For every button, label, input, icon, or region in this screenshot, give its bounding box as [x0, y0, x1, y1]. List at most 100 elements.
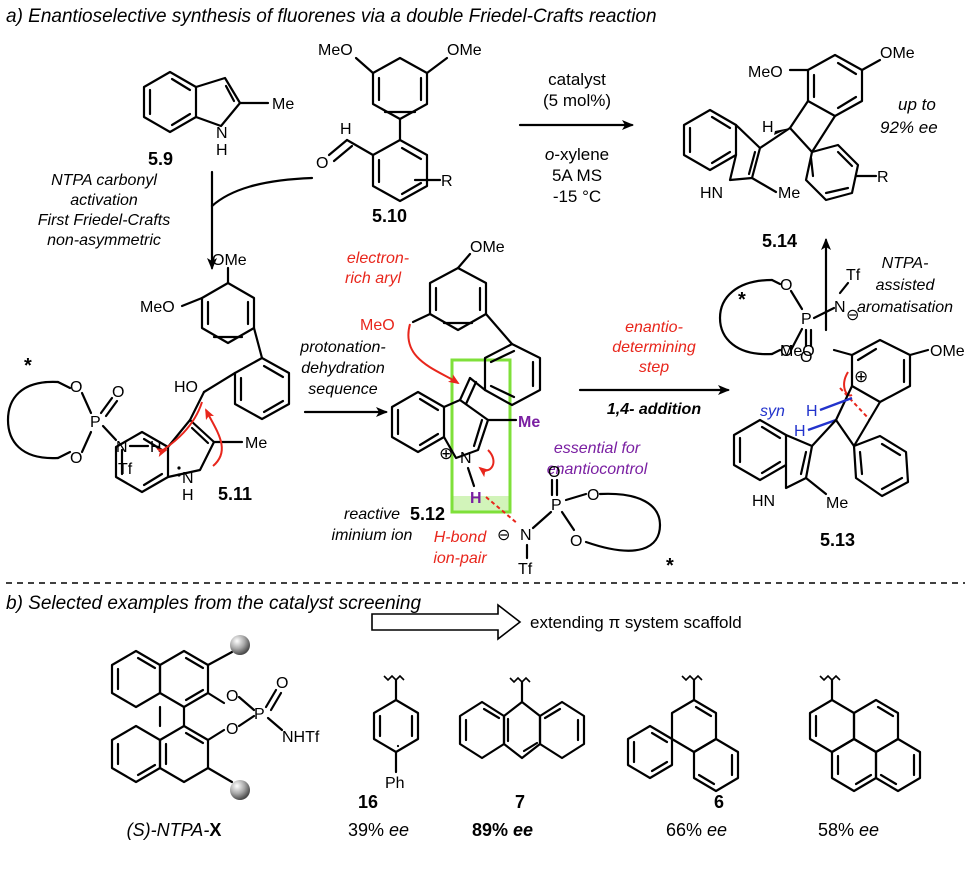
hydrogen-label: H [470, 490, 482, 507]
condition-temperature: -15 °C [553, 187, 601, 206]
oxygen-label: O [780, 277, 792, 294]
condition-solvent: o-xylene [545, 145, 609, 164]
note-reactive-1: reactive [344, 506, 400, 523]
chirality-star: * [738, 289, 746, 311]
compound-5-10-structure: MeO OMe H O R [316, 42, 482, 203]
compound-label-5-14: 5.14 [762, 231, 797, 251]
step3-line2: determining [612, 339, 696, 356]
nitrogen-label: N [834, 299, 846, 316]
compound-label-5-13: 5.13 [820, 530, 855, 550]
scaffold-arrow [371, 603, 522, 641]
section-b-title: b) Selected examples from the catalyst s… [6, 593, 421, 614]
syn-label: syn [760, 403, 785, 420]
oxygen-label: O [70, 450, 82, 467]
compound-5-12-structure: OMe MeO Me N ⊕ H [360, 239, 542, 514]
note-hbond-1: H-bond [434, 529, 488, 546]
methoxy-label: MeO [748, 64, 783, 81]
r-group-label: R [877, 169, 889, 186]
example-6-ee: 66% ee [666, 820, 727, 840]
compound-5-9-structure: Me N H [142, 70, 294, 159]
oxygen-label: O [570, 533, 582, 550]
curved-arrow-iminium [478, 449, 495, 478]
step2-line3: sequence [308, 381, 377, 398]
negative-charge: ⊖ [846, 307, 859, 324]
hydrogen-label: H [806, 403, 818, 420]
example-6-structure [626, 674, 740, 793]
hydrogen-label: H [340, 121, 352, 138]
nitrogen-label: N [460, 450, 472, 467]
nitrogen-label: N [182, 470, 194, 487]
methoxy-label: MeO [318, 42, 353, 59]
ntpa-anion-right: O O P N ⊖ Tf O * [718, 267, 861, 366]
step3-line3: step [639, 359, 669, 376]
example-7-ee: 89% ee [472, 820, 533, 840]
negative-charge: ⊖ [497, 527, 510, 544]
triflyl-label: Tf [118, 461, 133, 478]
step4-line1: NTPA- [882, 255, 929, 272]
example-7-structure [458, 676, 586, 760]
oxygen-label: O [70, 379, 82, 396]
example-7-id: 7 [515, 792, 525, 812]
example-16-structure: Ph [372, 674, 420, 792]
step1-line1: NTPA carbonyl [51, 172, 157, 189]
oxygen-label: O [587, 487, 599, 504]
compound-5-14-structure: OMe MeO R H Me HN [682, 45, 915, 202]
ntpa-anion-center: ⊖ N Tf P O O O * [485, 464, 674, 578]
example-8-structure [808, 674, 922, 793]
note-reactive-2: iminium ion [332, 527, 413, 544]
triflyl-label: Tf [846, 267, 861, 284]
oxygen-label: O [112, 384, 124, 401]
oxygen-label: O [276, 675, 288, 692]
methyl-label: Me [272, 96, 294, 113]
curved-arrow-electron-rich [407, 323, 460, 385]
step4-line2: assisted [876, 277, 936, 294]
compound-label-5-10: 5.10 [372, 206, 407, 226]
positive-charge: ⊕ [439, 444, 453, 463]
step3-line4: 1,4- addition [607, 401, 701, 418]
phenyl-label: Ph [385, 775, 405, 792]
ntpa-catalyst-left: O O P O N H Tf * [6, 355, 162, 478]
note-hbond-2: ion-pair [433, 550, 487, 567]
methoxy-label: OMe [447, 42, 482, 59]
step1-line2: activation [70, 192, 138, 209]
methyl-label: Me [518, 414, 540, 431]
methoxy-label: OMe [212, 252, 247, 269]
curved-arrow-oh [156, 401, 203, 457]
methyl-label: Me [778, 185, 800, 202]
ee-line-1: up to [898, 95, 936, 114]
methoxy-label: MeO [780, 343, 815, 360]
arrow-step-1-curve [210, 176, 314, 208]
nitrogen-label: N [116, 439, 128, 456]
catalyst-name: (S)-NTPA-X [127, 820, 222, 840]
phosphorus-label: P [551, 497, 562, 514]
step1-line4: non-asymmetric [47, 232, 161, 249]
compound-label-5-12: 5.12 [410, 504, 445, 524]
note-electron-rich-1: electron- [347, 250, 409, 267]
nitrogen-label: N [520, 527, 532, 544]
note-essential-2: enantiocontrol [547, 461, 648, 478]
positive-charge: ⊕ [854, 367, 868, 386]
oxygen-label: O [226, 688, 238, 705]
methyl-label: Me [826, 495, 848, 512]
step2-line1: protonation- [299, 339, 385, 356]
curved-arrow-rearomatise [843, 371, 853, 397]
nh-label: HN [700, 185, 723, 202]
oxygen-label: O [548, 464, 560, 481]
methoxy-label: OMe [470, 239, 505, 256]
note-electron-rich-2: rich aryl [345, 270, 401, 287]
nitrogen-label: N [216, 125, 228, 142]
condition-ms: 5A MS [552, 166, 602, 185]
example-6-id-label: 6 [714, 792, 724, 812]
nh-hydrogen-label: H [216, 142, 228, 159]
methyl-label: Me [245, 435, 267, 452]
hydroxyl-label: HO [174, 379, 198, 396]
methoxy-label: MeO [360, 317, 395, 334]
step3-line1: enantio- [625, 319, 683, 336]
example-16-id: 16 [358, 792, 378, 812]
hydrogen-label: H [150, 439, 162, 456]
phosphorus-label: P [801, 311, 812, 328]
hydrogen-label: H [794, 423, 806, 440]
curved-arrow-indole [205, 408, 223, 467]
methoxy-label: MeO [140, 299, 175, 316]
